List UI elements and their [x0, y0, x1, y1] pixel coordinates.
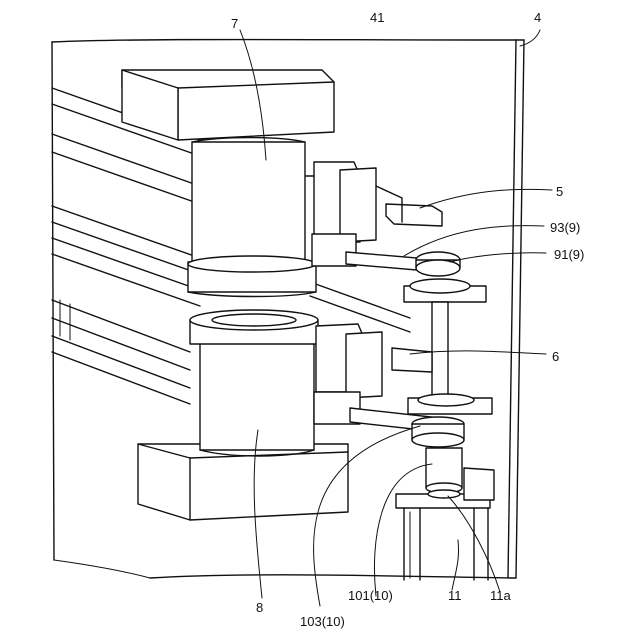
lower-link — [350, 408, 464, 493]
label-4: 4 — [534, 10, 541, 25]
label-11a: 11a — [490, 588, 511, 603]
label-93: 93(9) — [550, 220, 580, 235]
label-101: 101(10) — [348, 588, 393, 603]
label-91: 91(9) — [554, 247, 584, 262]
upper-link — [346, 252, 486, 302]
label-41: 41 — [370, 10, 384, 25]
lower-rail — [52, 238, 200, 404]
upper-cylinder-unit — [122, 70, 334, 297]
label-5: 5 — [556, 184, 563, 199]
label-6: 6 — [552, 349, 559, 364]
upper-clamp — [306, 162, 442, 266]
label-8: 8 — [256, 600, 263, 615]
label-103: 103(10) — [300, 614, 345, 629]
label-11: 11 — [448, 588, 462, 603]
label-7: 7 — [231, 16, 238, 31]
lower-clamp — [314, 324, 492, 424]
